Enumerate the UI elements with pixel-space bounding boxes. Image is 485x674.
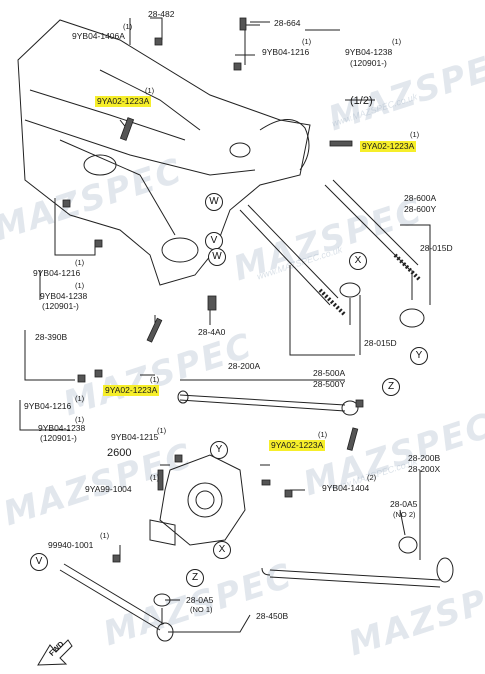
- label-9YB04-1215: 9YB04-1215: [111, 432, 159, 442]
- label-9YB04-1238: 9YB04-1238: [345, 47, 393, 57]
- label-28-015D: 28-015D: [364, 338, 397, 348]
- label-28-500A: 28-500A: [313, 368, 346, 378]
- ref-circle-z: Z: [382, 378, 400, 396]
- label-28-450B: 28-450B: [256, 611, 289, 621]
- lower-link: [269, 569, 441, 588]
- label-28-482: 28-482: [148, 9, 175, 19]
- ref-circle-z: Z: [186, 569, 204, 587]
- label-no1: (NO 1): [190, 605, 213, 614]
- label-9YA02-1223A-highlighted: 9YA02-1223A: [360, 141, 417, 152]
- label-9YB04-1238: 9YB04-1238: [40, 291, 88, 301]
- label-9YB04-1216: 9YB04-1216: [262, 47, 310, 57]
- trailing-link: [59, 563, 165, 631]
- label-120901: (120901-): [42, 301, 79, 311]
- ref-circle-x: X: [213, 541, 231, 559]
- label-120901: (120901-): [40, 433, 77, 443]
- label-9YA02-1223A-highlighted: 9YA02-1223A: [95, 96, 152, 107]
- ref-circle-w: W: [208, 248, 226, 266]
- qty: (1): [75, 281, 85, 290]
- label-28-0A5: 28-0A5: [186, 595, 214, 605]
- label-28-664: 28-664: [274, 18, 301, 28]
- page-reference: (1/2): [350, 95, 373, 107]
- label-9YB04-1216: 9YB04-1216: [33, 268, 81, 278]
- qty: (1): [150, 375, 160, 384]
- label-9YA99-1004: 9YA99-1004: [85, 484, 132, 494]
- qty: (1): [318, 430, 328, 439]
- subframe: [17, 19, 311, 286]
- ref-circle-x: X: [349, 252, 367, 270]
- ref-circle-v: V: [30, 553, 48, 571]
- label-28-200A: 28-200A: [228, 361, 261, 371]
- qty: (1): [123, 22, 133, 31]
- label-28-0A5: 28-0A5: [390, 499, 418, 509]
- upper-link-front: [239, 204, 339, 306]
- label-28-600Y: 28-600Y: [404, 204, 437, 214]
- fwd-arrow: [37, 639, 73, 666]
- ref-circle-y: Y: [410, 347, 428, 365]
- label-no2: (NO 2): [393, 510, 416, 519]
- label-28-500Y: 28-500Y: [313, 379, 346, 389]
- label-9YB04-1216: 9YB04-1216: [24, 401, 72, 411]
- label-9YB04-1404: 9YB04-1404: [322, 483, 370, 493]
- qty: (1): [75, 394, 85, 403]
- label-28-600A: 28-600A: [404, 193, 437, 203]
- qty: (2): [367, 473, 377, 482]
- label-9YB04-1238: 9YB04-1238: [38, 423, 86, 433]
- qty: (1): [75, 415, 85, 424]
- label-2600: 2600: [107, 447, 132, 459]
- qty: (1): [75, 258, 85, 267]
- label-99940-1001: 99940-1001: [48, 540, 94, 550]
- lateral-link: [179, 394, 346, 412]
- label-28-015D: 28-015D: [420, 243, 453, 253]
- label-9YA02-1223A-highlighted: 9YA02-1223A: [269, 440, 326, 451]
- ref-circle-y: Y: [210, 441, 228, 459]
- qty: (1): [150, 473, 160, 482]
- qty: (1): [302, 37, 312, 46]
- label-28-200B: 28-200B: [408, 453, 441, 463]
- qty: (1): [392, 37, 402, 46]
- qty: (1): [157, 426, 167, 435]
- knuckle: [159, 454, 246, 546]
- label-9YB04-1406A: 9YB04-1406A: [72, 31, 125, 41]
- ref-circle-w: W: [205, 193, 223, 211]
- label-28-200X: 28-200X: [408, 464, 441, 474]
- label-120901: (120901-): [350, 58, 387, 68]
- label-9YA02-1223A-highlighted: 9YA02-1223A: [103, 385, 160, 396]
- qty: (1): [410, 130, 420, 139]
- qty: (1): [145, 86, 155, 95]
- label-28-390B: 28-390B: [35, 332, 68, 342]
- qty: (1): [100, 531, 110, 540]
- label-28-4A0: 28-4A0: [198, 327, 226, 337]
